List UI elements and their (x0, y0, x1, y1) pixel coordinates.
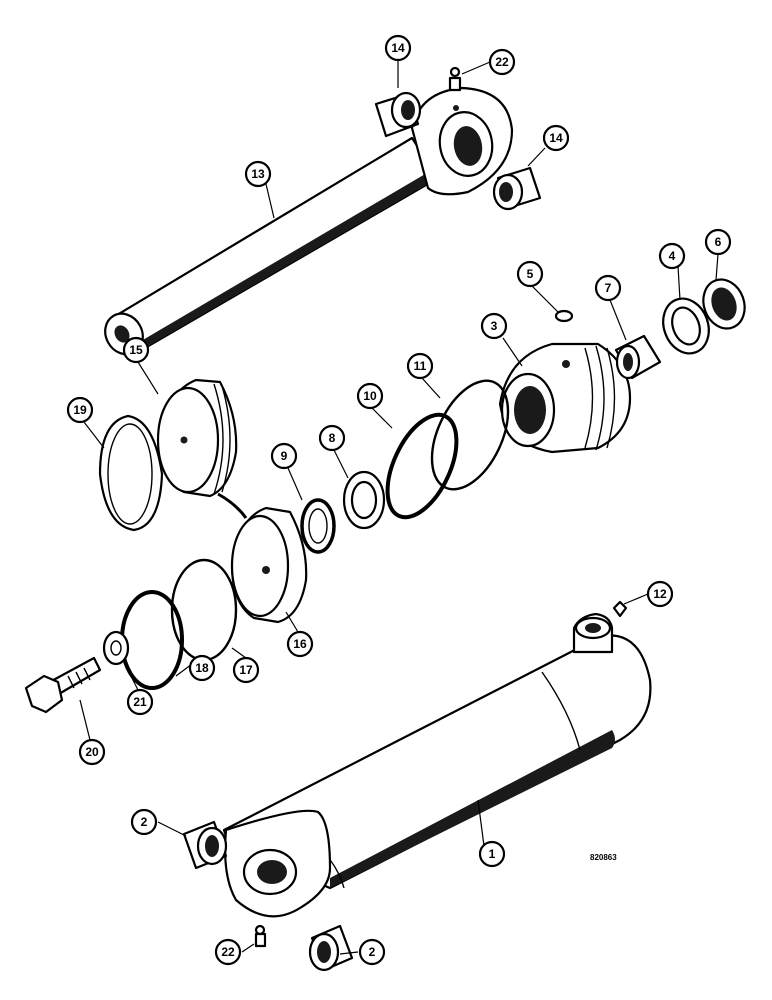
callout-label: 19 (73, 403, 87, 417)
part-14-bushing-left (374, 91, 422, 138)
callout-17: 17 (232, 656, 260, 684)
callout-label: 8 (329, 431, 336, 445)
callout-7: 7 (594, 274, 622, 302)
part-3-gland (498, 342, 632, 454)
callout-20: 20 (78, 738, 106, 766)
callout-label: 10 (363, 389, 377, 403)
part-21-washer (102, 630, 130, 666)
callout-label: 2 (369, 945, 376, 959)
callout-14-upper-right: 14 (542, 124, 570, 152)
drawing-reference-number: 820863 (590, 853, 617, 862)
part-5-plug (554, 309, 574, 323)
callout-label: 11 (414, 359, 427, 373)
callout-label: 16 (293, 637, 307, 651)
part-9-seal (300, 498, 336, 554)
callout-22-bottom: 22 (214, 938, 242, 966)
callout-label: 14 (391, 41, 405, 55)
callout-label: 9 (281, 449, 288, 463)
part-22-grease-fitting-bottom (254, 924, 267, 948)
callout-22-top: 22 (488, 48, 516, 76)
part-12-fitting (612, 600, 628, 618)
part-2-bushing-upper (182, 820, 228, 870)
callout-label: 15 (129, 343, 143, 357)
callout-label: 22 (221, 945, 235, 959)
part-10-o-ring (385, 412, 459, 520)
callout-19: 19 (66, 396, 94, 424)
callout-label: 5 (527, 267, 534, 281)
callout-label: 21 (133, 695, 147, 709)
callout-label: 22 (495, 55, 509, 69)
callout-1: 1 (478, 840, 506, 868)
callout-6: 6 (704, 228, 732, 256)
callout-12: 12 (646, 580, 674, 608)
part-1-cylinder-barrel (222, 612, 652, 918)
part-13-piston-rod (104, 86, 514, 356)
callout-label: 13 (251, 167, 265, 181)
callout-5: 5 (516, 260, 544, 288)
callout-label: 17 (239, 663, 253, 677)
callout-label: 7 (605, 281, 612, 295)
callout-11: 11 (406, 352, 434, 380)
callout-label: 12 (653, 587, 667, 601)
callout-3: 3 (480, 312, 508, 340)
part-14-bushing-right (492, 166, 542, 211)
part-4-seal (662, 297, 710, 355)
part-18-o-ring (120, 590, 184, 690)
part-22-grease-fitting-top (448, 66, 462, 92)
part-16-piston (230, 506, 308, 624)
leader-lines (79, 60, 719, 955)
callout-label: 4 (669, 249, 676, 263)
callout-2-lower: 2 (358, 938, 386, 966)
callout-label: 20 (85, 745, 99, 759)
callout-14-upper-left: 14 (384, 34, 412, 62)
callout-9: 9 (270, 442, 298, 470)
callout-label: 1 (489, 847, 496, 861)
part-6-wiper (702, 278, 746, 330)
part-2-bushing-lower (308, 924, 354, 972)
callout-16: 16 (286, 630, 314, 658)
part-19-wear-ring (98, 414, 164, 532)
callout-13: 13 (244, 160, 272, 188)
callout-2-upper: 2 (130, 808, 158, 836)
callout-10: 10 (356, 382, 384, 410)
callout-18: 18 (188, 654, 216, 682)
callout-label: 3 (491, 319, 498, 333)
part-11-backup-ring (430, 379, 510, 491)
callout-21: 21 (126, 688, 154, 716)
part-15-piston (156, 378, 238, 498)
part-7-bushing (614, 334, 662, 380)
part-8-seal (342, 470, 386, 530)
part-20-bolt (24, 656, 102, 714)
callout-label: 2 (141, 815, 148, 829)
callout-4: 4 (658, 242, 686, 270)
callout-label: 6 (715, 235, 722, 249)
callout-label: 18 (195, 661, 209, 675)
callout-8: 8 (318, 424, 346, 452)
callout-label: 14 (549, 131, 563, 145)
callout-15: 15 (122, 336, 150, 364)
